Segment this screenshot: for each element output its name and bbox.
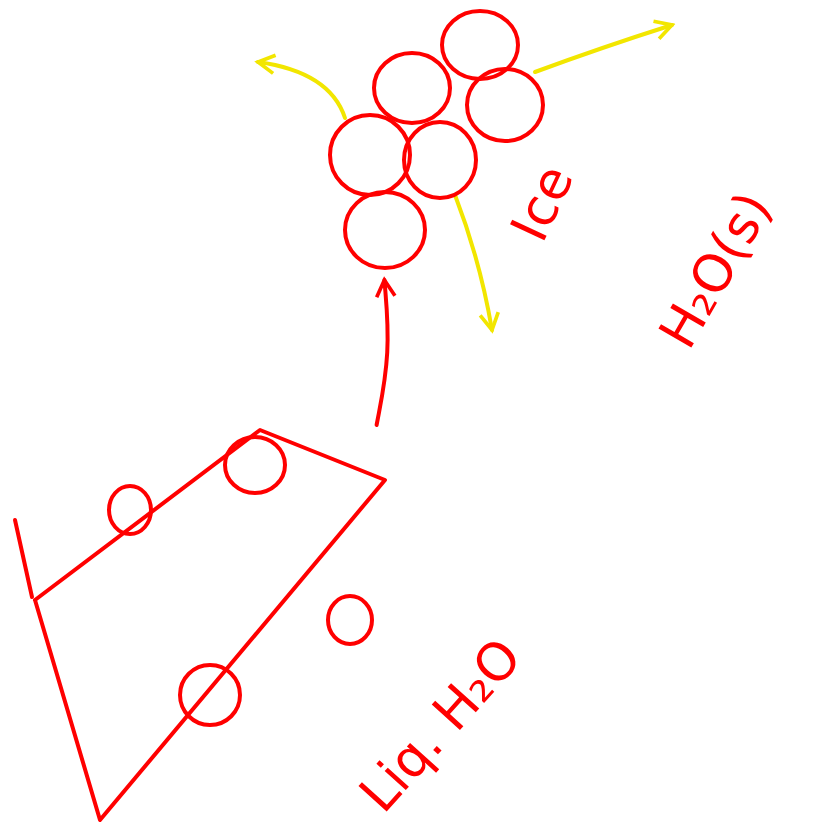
transition-arrow: [377, 280, 388, 425]
container-outline: [35, 430, 385, 820]
handwritten-label: Liq. H₂O: [350, 629, 529, 820]
molecule-circle: [404, 122, 476, 198]
shape-outline: [10, 425, 400, 823]
handwritten-label: H₂O(s): [650, 184, 779, 356]
energy-arrow: [535, 25, 672, 72]
ice-cluster: IceH₂O(s): [320, 8, 550, 278]
molecule-circle: [345, 192, 425, 268]
container-outline: [15, 520, 32, 597]
liquid-container: Liq. H₂O: [10, 425, 400, 823]
energy-arrow: [258, 62, 345, 118]
molecule-circle: [328, 596, 372, 644]
energy-arrow: [455, 195, 492, 330]
molecule-circle: [467, 69, 543, 141]
molecule-circle: [225, 437, 285, 493]
molecule-circle: [330, 115, 410, 195]
handwritten-label: Ice: [502, 158, 581, 249]
shape-outline: [320, 8, 550, 278]
molecule-circle: [374, 53, 450, 123]
